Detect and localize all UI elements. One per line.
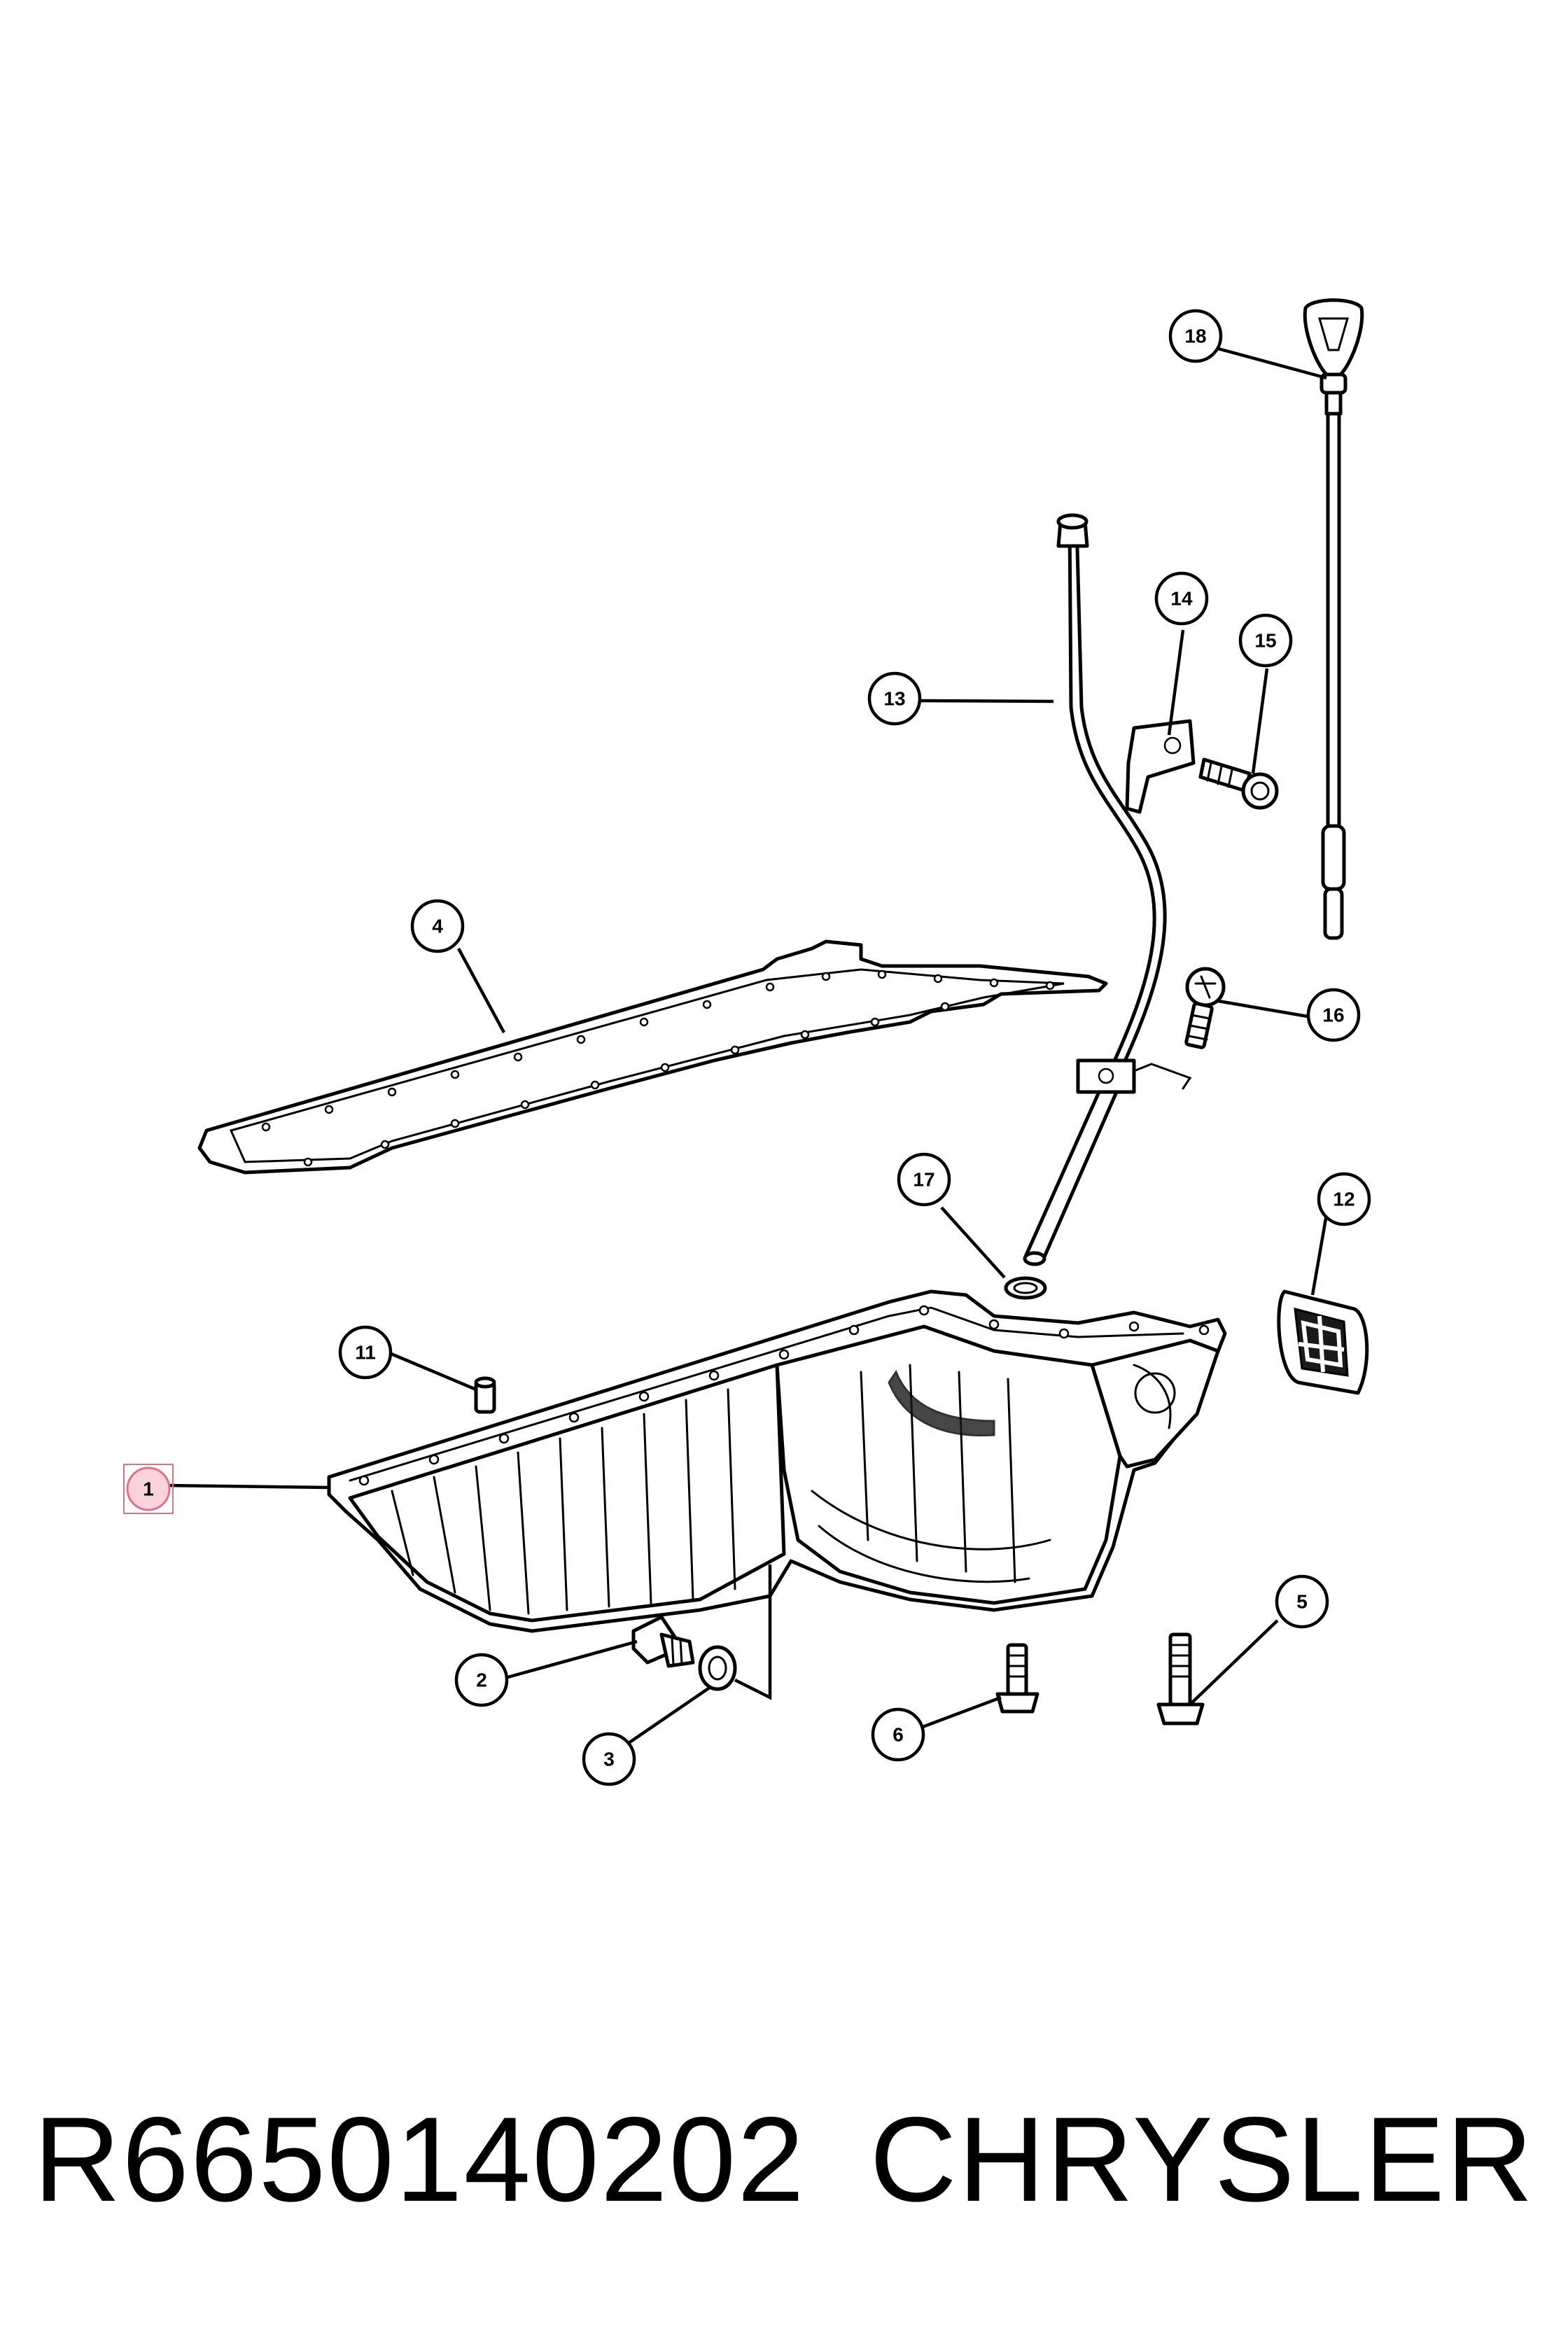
- oil-pan-part-1: [327, 1289, 1227, 1633]
- callout-3[interactable]: 3: [582, 1732, 636, 1786]
- callout-6[interactable]: 6: [871, 1707, 925, 1762]
- callout-12[interactable]: 12: [1317, 1172, 1371, 1226]
- callout-4[interactable]: 4: [410, 899, 465, 953]
- leader-lines: [164, 346, 1329, 1744]
- callout-14-label: 14: [1170, 588, 1193, 610]
- callout-13-label: 13: [883, 688, 905, 710]
- dipstick-part-18: [1303, 298, 1364, 940]
- dipstick-tube-part-13: [1023, 513, 1192, 1266]
- callout-14[interactable]: 14: [1154, 571, 1209, 626]
- callout-15-label: 15: [1254, 630, 1276, 652]
- callout-16[interactable]: 16: [1306, 988, 1361, 1042]
- brand-name: CHRYSLER: [869, 2092, 1534, 2227]
- callout-12-label: 12: [1333, 1189, 1354, 1210]
- callout-11[interactable]: 11: [338, 1325, 393, 1380]
- gasket-part-4: [197, 939, 1108, 1175]
- callout-5-label: 5: [1296, 1591, 1308, 1613]
- callout-18-label: 18: [1184, 326, 1206, 347]
- callout-6-label: 6: [892, 1724, 904, 1746]
- callout-1-label: 1: [143, 1478, 154, 1500]
- callout-11-label: 11: [355, 1342, 376, 1364]
- callout-4-label: 4: [432, 916, 443, 937]
- callout-13[interactable]: 13: [867, 671, 922, 726]
- callout-3-label: 3: [603, 1749, 615, 1770]
- callout-5[interactable]: 5: [1275, 1574, 1329, 1629]
- dowel-part-11: [474, 1376, 496, 1414]
- callout-17-label: 17: [913, 1169, 934, 1191]
- callout-2[interactable]: 2: [454, 1653, 509, 1707]
- callout-2-label: 2: [476, 1670, 487, 1691]
- callout-1[interactable]: 1: [123, 1464, 174, 1514]
- bolt-part-16: [1184, 967, 1226, 1049]
- stud-bolt-part-6: [995, 1643, 1040, 1714]
- callout-18[interactable]: 18: [1168, 309, 1223, 363]
- part-number: R6650140202: [34, 2092, 806, 2227]
- footer-caption: R6650140202 CHRYSLER: [34, 2090, 1534, 2230]
- callout-16-label: 16: [1322, 1004, 1344, 1026]
- bolt-part-15: [1198, 757, 1279, 810]
- bolt-part-5: [1156, 1632, 1205, 1726]
- callout-15[interactable]: 15: [1238, 613, 1293, 668]
- cover-plate-part-12: [1277, 1289, 1369, 1395]
- drain-plug-part-2: [631, 1615, 695, 1668]
- o-ring-part-17: [1004, 1276, 1047, 1300]
- callout-17[interactable]: 17: [897, 1152, 951, 1207]
- clip-part-14: [1125, 719, 1196, 814]
- washer-part-3: [698, 1645, 737, 1691]
